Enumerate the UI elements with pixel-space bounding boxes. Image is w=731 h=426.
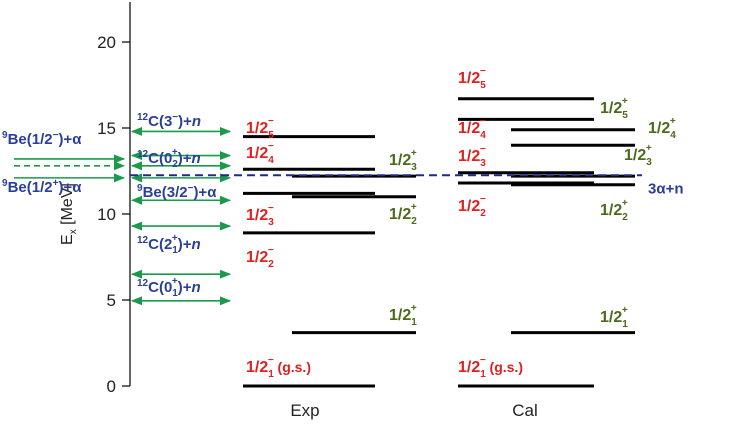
exp-label-1-2-1-minus-gs: 1/21− (g.s.) (246, 355, 311, 380)
exp-label-1-2-1-plus: 1/21+ (389, 303, 417, 328)
exp-plus-labels: 1/23+ 1/22+ 1/21+ (389, 148, 417, 328)
be-labels: 9Be(1/2−)+α 9Be(1/2+)+α (2, 130, 82, 196)
channel-labels: 12C(3−)+n 12C(02+)+n 9Be(3/2−)+α 12C(21+… (137, 112, 217, 299)
be-label-1-2-minus-alpha: 9Be(1/2−)+α (2, 130, 82, 148)
channel-9be-3-2minus-alpha: 9Be(3/2−)+α (137, 183, 217, 201)
y-axis-label-sub: x (68, 229, 79, 234)
exp-label-1-2-3-minus: 1/23− (246, 203, 274, 228)
exp-label-1-2-4-minus: 1/24− (246, 141, 274, 166)
channel-12c-2-1plus-n: 12C(21+)+n (137, 233, 201, 256)
cal-plus-labels: 1/25+ 1/24+ 1/23+ 1/22+ 1/21+ (600, 96, 676, 330)
cal-label-1-2-2-plus: 1/22+ (600, 198, 628, 223)
cal-label-1-2-1-minus-gs: 1/21− (g.s.) (458, 355, 523, 380)
cal-label-1-2-5-plus: 1/25+ (600, 96, 628, 121)
channel-12c-0-2plus-n: 12C(02+)+n (137, 147, 201, 170)
exp-minus-labels: 1/25− 1/24− 1/23− 1/22− 1/21− (g.s.) (246, 116, 311, 380)
cal-label-1-2-3-plus: 1/23+ (624, 143, 652, 168)
cal-label-1-2-2-minus: 1/22− (458, 194, 486, 219)
y-tick-label-15: 15 (97, 119, 116, 138)
exp-label-1-2-2-plus: 1/22+ (389, 202, 417, 227)
exp-label-1-2-2-minus: 1/22− (246, 245, 274, 270)
cal-label-1-2-4-plus: 1/24+ (648, 116, 676, 141)
column-label-exp: Exp (290, 401, 319, 420)
cal-label-1-2-3-minus: 1/23− (458, 144, 486, 169)
exp-label-1-2-3-plus: 1/23+ (389, 148, 417, 173)
y-tick-label-20: 20 (97, 33, 116, 52)
y-tick-label-5: 5 (107, 291, 116, 310)
cal-minus-labels: 1/25− 1/24− 1/23− 1/22− 1/21− (g.s.) (458, 66, 523, 380)
y-axis-label-unit: [MeV] (59, 183, 76, 229)
y-axis-label: Ex [MeV] (59, 183, 79, 245)
y-tick-label-10: 10 (97, 205, 116, 224)
column-label-cal: Cal (512, 401, 538, 420)
cal-label-1-2-1-plus: 1/21+ (600, 305, 628, 330)
channel-12c-0-1plus-n: 12C(01+)+n (137, 276, 201, 299)
channel-12c-3minus-n: 12C(3−)+n (137, 112, 201, 130)
threshold-label: 3α+n (648, 180, 684, 197)
exp-label-1-2-5-minus: 1/25− (246, 116, 274, 141)
be-label-1-2-plus-alpha: 9Be(1/2+)+α (2, 178, 82, 196)
cal-label-1-2-4-minus: 1/24− (458, 116, 486, 141)
cal-label-1-2-5-minus: 1/25− (458, 66, 486, 91)
y-axis-label-main: E (59, 234, 76, 245)
y-tick-label-0: 0 (107, 377, 116, 396)
